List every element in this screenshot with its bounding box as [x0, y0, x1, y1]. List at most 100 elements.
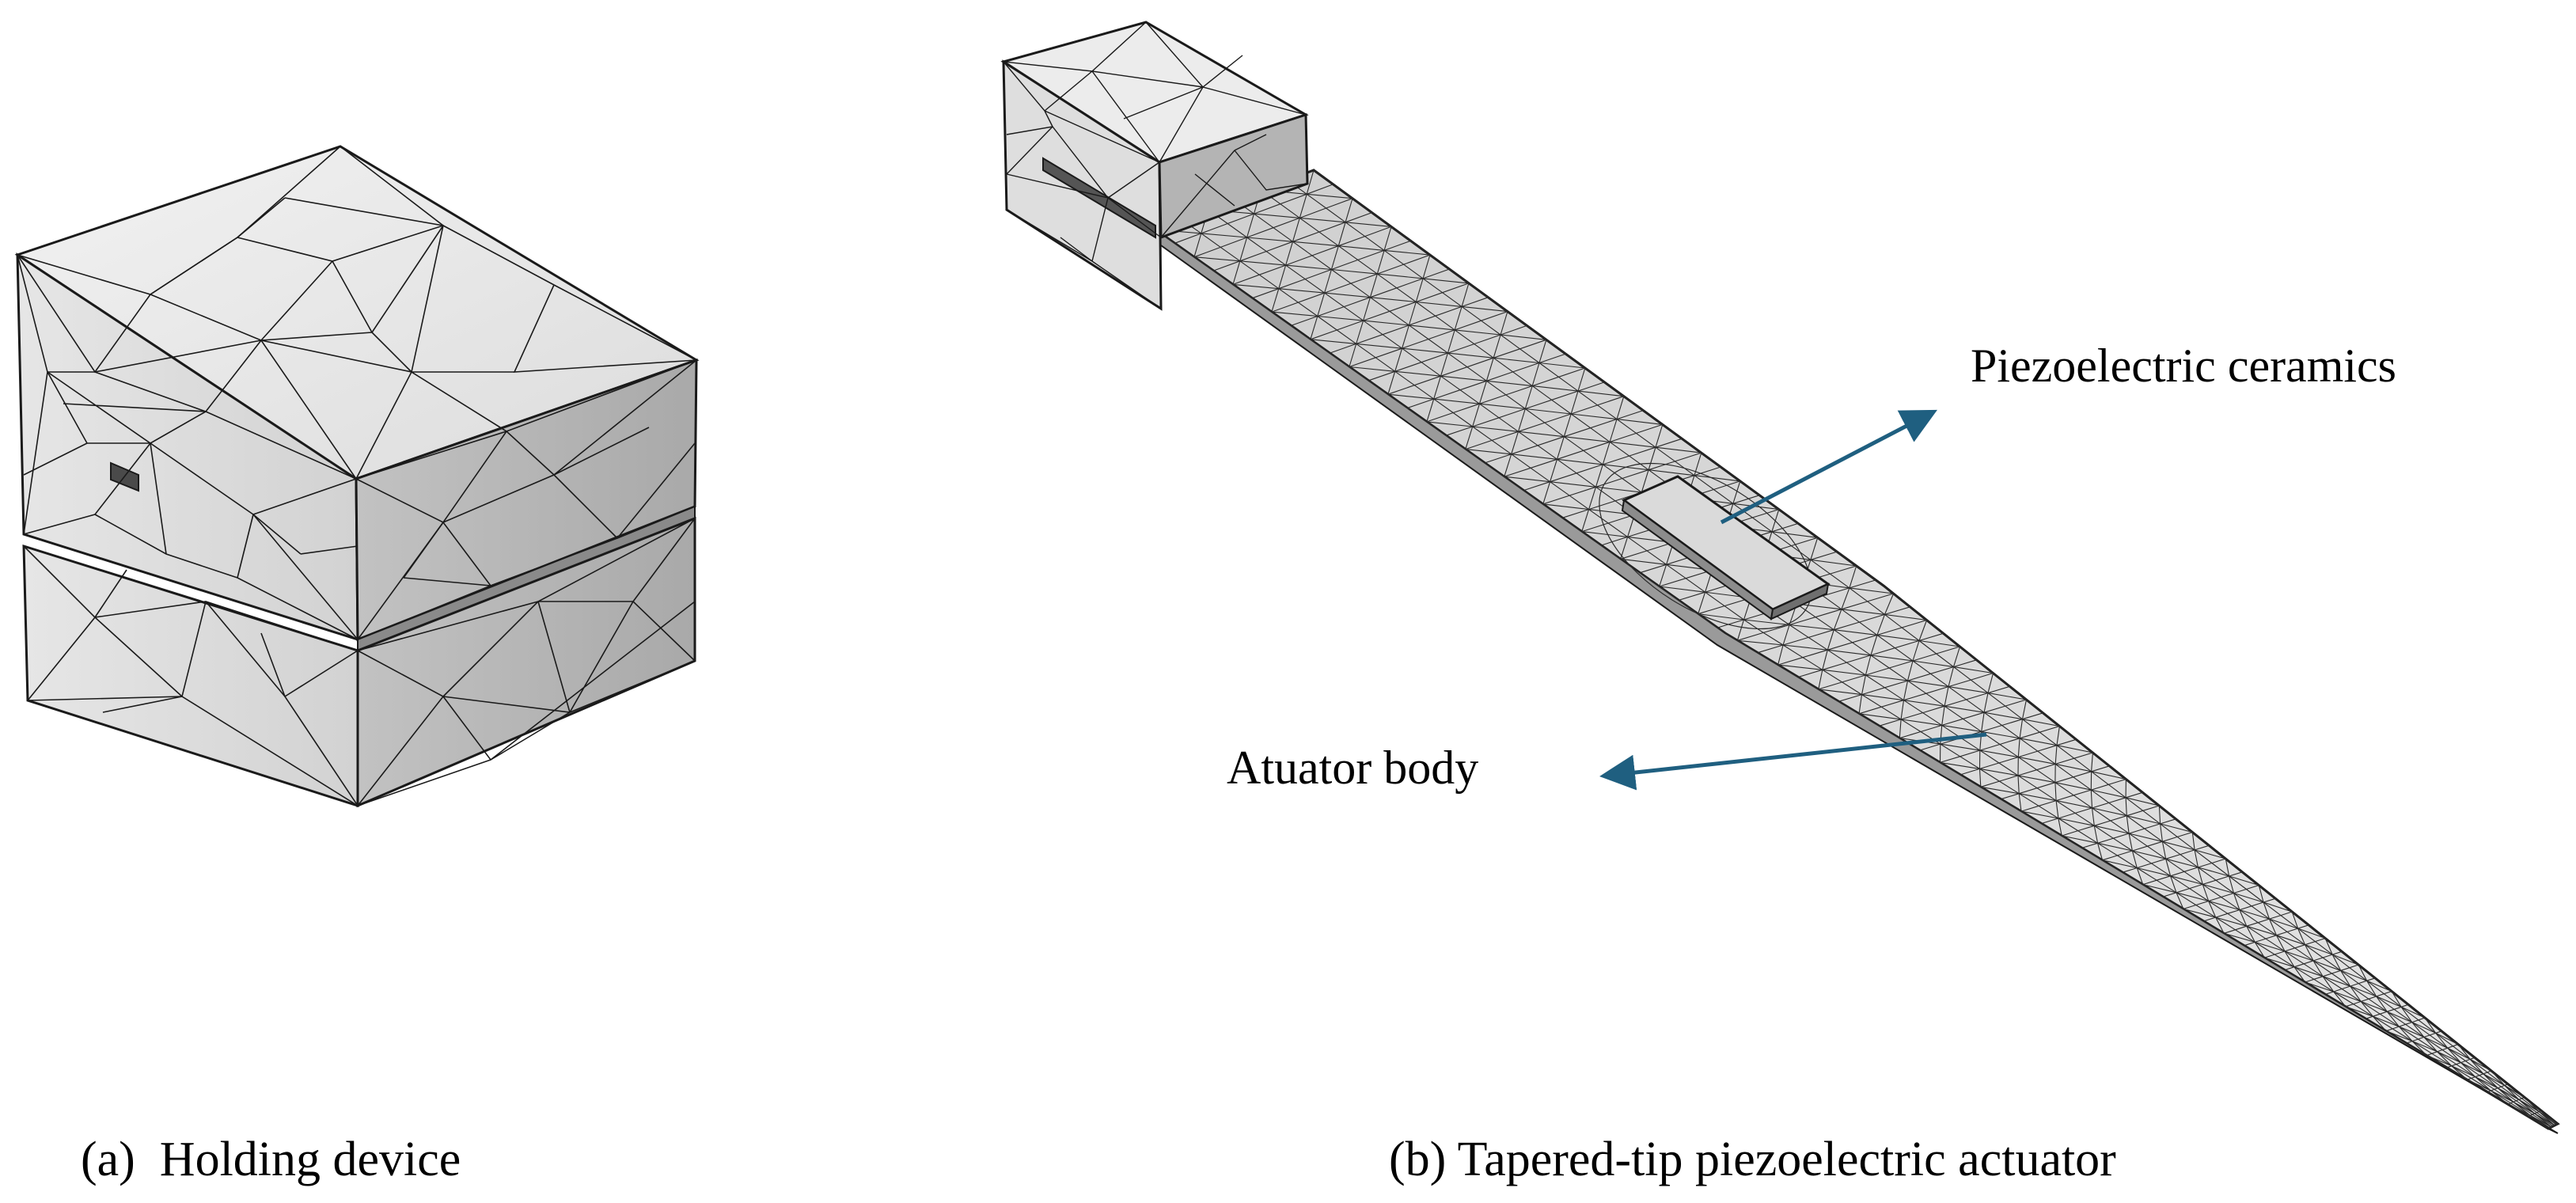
mesh-edge: [2055, 746, 2057, 765]
mesh-edge: [1778, 658, 1803, 665]
mesh-edge: [2341, 970, 2359, 983]
mesh-edge: [1868, 594, 1894, 602]
mesh-edge: [2424, 1035, 2430, 1038]
mesh-edge: [2275, 898, 2292, 912]
mesh-edge: [2092, 766, 2110, 772]
mesh-edge: [1942, 719, 1963, 725]
mesh-edge: [2266, 935, 2277, 939]
mesh-edge: [1999, 776, 2018, 781]
mesh-edge: [2342, 989, 2361, 1002]
caption-b: (b) Tapered-tip piezoelectric actuator: [1389, 1133, 2116, 1186]
mesh-edge: [1460, 390, 1480, 404]
mesh-edge: [1455, 330, 1474, 344]
mesh-edge: [1364, 311, 1390, 321]
mesh-edge: [1908, 681, 1926, 693]
mesh-edge: [1545, 414, 1571, 423]
mesh-edge: [2453, 1046, 2471, 1060]
mesh-edge: [1752, 510, 1778, 518]
mesh-edge: [2305, 982, 2334, 992]
mesh-edge: [1571, 405, 1597, 414]
mesh-edge: [2202, 884, 2208, 901]
mesh-edge: [2483, 1074, 2502, 1087]
mesh-edge: [1857, 566, 1876, 580]
mesh-edge: [2073, 795, 2092, 808]
mesh-edge: [2038, 751, 2056, 764]
mesh-edge: [2438, 1052, 2452, 1066]
mesh-edge: [2315, 939, 2325, 942]
mesh-edge: [2452, 1066, 2475, 1077]
mesh-edge: [2229, 876, 2247, 890]
mesh-edge: [2387, 1009, 2394, 1011]
mesh-edge: [2323, 977, 2342, 989]
mesh-edge: [2412, 1039, 2418, 1042]
mesh-edge: [1960, 757, 1980, 769]
mesh-edge: [1679, 600, 1698, 613]
mesh-edge: [1758, 645, 1783, 653]
mesh-edge: [2436, 1031, 2441, 1034]
mesh-edge: [1201, 224, 1227, 233]
mesh-edge: [1370, 288, 1396, 298]
mesh-edge: [1576, 465, 1603, 473]
mesh-edge: [1823, 670, 1866, 675]
mesh-edge: [1827, 643, 1852, 650]
mesh-edge: [1434, 399, 1480, 404]
mesh-edge: [1441, 353, 1448, 376]
mesh-edge: [2094, 821, 2111, 825]
mesh-edge: [2510, 1103, 2530, 1116]
mesh-edge: [2426, 1053, 2432, 1055]
mesh-edge: [1404, 255, 1430, 264]
mesh-edge: [1859, 614, 1884, 622]
mesh-edge: [1837, 552, 1857, 566]
mesh-edge: [1455, 306, 1462, 330]
mesh-edge: [2091, 790, 2126, 798]
mesh-edge: [1759, 495, 1779, 510]
mesh-edge: [1610, 419, 1617, 442]
mesh-edge: [1942, 725, 1982, 731]
mesh-edge: [1466, 440, 1492, 449]
mesh-edge: [2375, 978, 2392, 992]
mesh-edge: [1656, 438, 1682, 447]
mesh-edge: [1557, 459, 1603, 465]
mesh-edge: [2198, 863, 2212, 867]
mesh-edge: [1811, 552, 1837, 560]
mesh-edge: [2062, 836, 2082, 848]
mesh-edge: [2183, 909, 2216, 918]
mesh-edge: [2216, 917, 2224, 933]
mesh-edge: [1740, 481, 1760, 495]
mesh-edge: [1388, 394, 1408, 408]
mesh-edge: [2325, 992, 2334, 994]
mesh-edge: [1582, 510, 1589, 532]
mesh-edge: [2023, 713, 2043, 719]
mesh-edge: [1640, 564, 1666, 572]
mesh-edge: [2190, 889, 2209, 901]
mesh-edge: [1720, 467, 1740, 481]
mesh-edge: [1349, 367, 1369, 381]
mesh-edge: [2432, 1052, 2438, 1053]
mesh-edge: [1356, 343, 1376, 357]
mesh-edge: [2259, 886, 2263, 903]
mesh-edge: [1325, 293, 1345, 307]
mesh-edge: [1318, 317, 1364, 321]
mesh-edge: [1298, 293, 1324, 302]
mesh-edge: [1737, 640, 1783, 645]
mesh-edge: [2198, 867, 2229, 876]
mesh-edge: [1546, 340, 1566, 354]
mesh-edge: [1247, 214, 1254, 237]
mesh-edge: [2055, 783, 2073, 795]
mesh-edge: [1885, 594, 1894, 614]
mesh-edge: [2098, 843, 2118, 856]
mesh-edge: [2354, 1004, 2373, 1017]
mesh-edge: [2103, 860, 2123, 872]
mesh-edge: [1375, 358, 1395, 372]
mesh-edge: [1778, 645, 1784, 665]
mesh-edge: [2228, 910, 2240, 914]
mesh-edge: [2436, 1033, 2453, 1046]
mesh-edge: [1407, 408, 1427, 422]
mesh-edge: [2412, 1042, 2426, 1056]
mesh-edge: [1453, 404, 1479, 412]
mesh-edge: [1846, 655, 1871, 662]
mesh-edge: [1266, 241, 1292, 251]
mesh-edge: [2305, 979, 2314, 982]
mesh-edge: [1601, 537, 1627, 545]
mesh-edge: [2037, 788, 2056, 801]
